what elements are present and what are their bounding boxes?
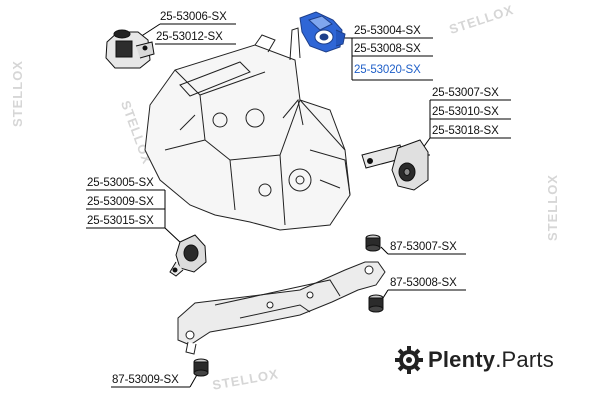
part-number-label: 25-53012-SX <box>156 31 223 43</box>
engine-mount-top-left <box>105 29 155 69</box>
brand-name-suffix: .Parts <box>495 347 554 372</box>
part-number-label: 25-53018-SX <box>432 125 499 137</box>
part-number-label: 25-53008-SX <box>354 43 421 55</box>
part-number-label: 25-53015-SX <box>87 215 154 227</box>
part-number-label: 25-53004-SX <box>354 25 421 37</box>
part-number-label: 25-53005-SX <box>87 177 154 189</box>
engine-mount-left <box>169 234 207 277</box>
gear-logo-icon <box>395 346 423 374</box>
part-number-label: 25-53009-SX <box>87 196 154 208</box>
subframe-illustration <box>177 261 386 355</box>
part-number-label: 87-53008-SX <box>390 277 457 289</box>
brand-name-strong: Plenty <box>428 347 496 372</box>
part-number-label: 25-53007-SX <box>432 87 499 99</box>
bushing-right-upper <box>365 234 381 252</box>
part-number-label: 25-53010-SX <box>432 106 499 118</box>
engine-illustration <box>144 27 351 231</box>
engine-mount-right <box>361 139 429 191</box>
part-number-label: 87-53009-SX <box>112 374 179 386</box>
highlighted-part-number-label: 25-53020-SX <box>354 64 421 76</box>
brand-name: Plenty.Parts <box>428 347 554 373</box>
bushing-right-lower <box>368 294 384 313</box>
part-number-label: 87-53007-SX <box>390 241 457 253</box>
engine-mount-top-center <box>299 11 346 53</box>
plenty-parts-logo: Plenty.Parts <box>394 345 554 375</box>
bushing-bottom-left <box>193 358 209 377</box>
part-number-label: 25-53006-SX <box>160 11 227 23</box>
leader-lines <box>86 23 511 388</box>
